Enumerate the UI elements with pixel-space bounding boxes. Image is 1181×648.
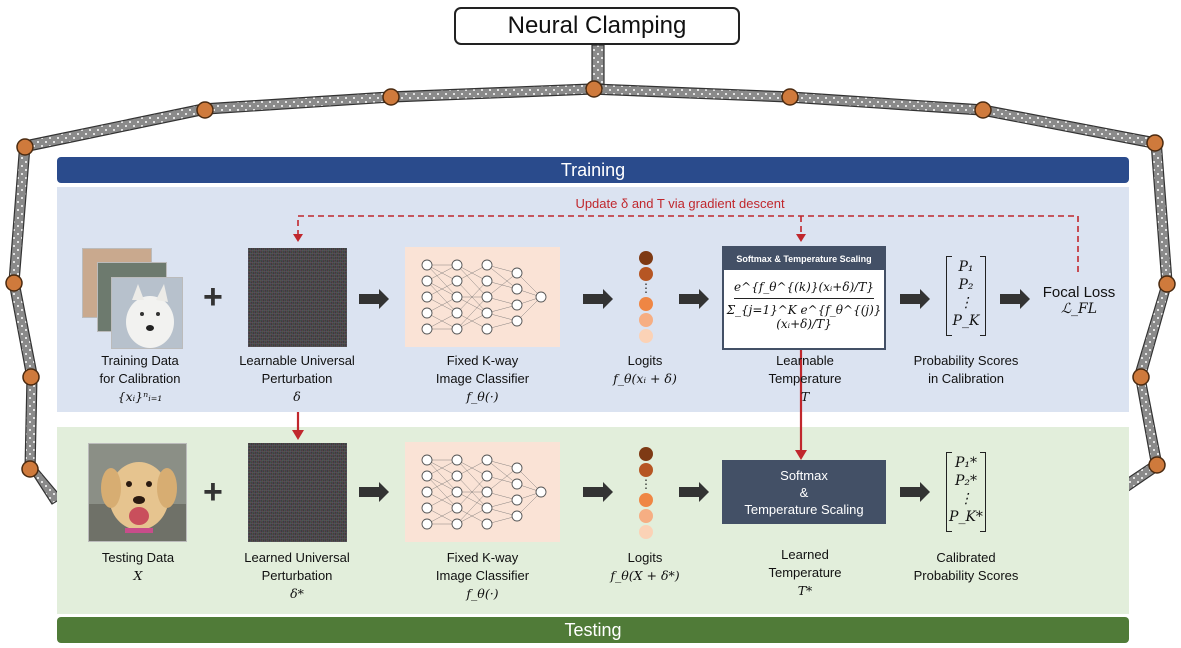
prob-dots: ⋮ xyxy=(959,295,973,311)
testing-data-label: Testing Data xyxy=(101,550,175,565)
classifier-box xyxy=(405,247,560,347)
test-temperature-label-2: Temperature xyxy=(768,565,842,580)
test-perturbation-math: δ* xyxy=(290,586,304,601)
logits-math: f_θ(xᵢ + δ) xyxy=(613,371,677,386)
probability-vector: P₁ P₂ ⋮ P_K xyxy=(946,256,986,336)
test-prob-p2: P₂* xyxy=(954,473,978,489)
testing-data-math: X xyxy=(133,568,143,583)
focal-loss-math: ℒ_FL xyxy=(1060,301,1098,317)
update-note: Update δ and T via gradient descent xyxy=(575,196,785,211)
test-temperature-math: T* xyxy=(797,583,813,598)
test-classifier-math: f_θ(·) xyxy=(466,586,499,601)
svg-text:⋮: ⋮ xyxy=(640,281,652,295)
testing-banner: Testing xyxy=(57,617,1129,643)
focal-loss-label: Focal Loss xyxy=(1042,284,1116,301)
perturbation-label-2: Perturbation xyxy=(261,371,333,386)
softmax-temperature-box: Softmax & Temperature Scaling e^{f_θ^{(k… xyxy=(722,246,886,350)
prob-p2: P₂ xyxy=(958,277,974,293)
test-temperature-label: Learned xyxy=(781,547,829,562)
logits-label: Logits xyxy=(627,353,663,368)
test-perturbation-label: Learned Universal xyxy=(244,550,350,565)
softmax-header: Softmax & Temperature Scaling xyxy=(724,248,884,270)
neural-network-icon xyxy=(421,454,547,530)
temperature-math: T xyxy=(800,389,810,404)
logit-column-icon: ⋮ xyxy=(639,447,653,539)
testing-image xyxy=(88,443,187,542)
dog-photo xyxy=(89,444,186,541)
temperature-label: Learnable xyxy=(776,353,834,368)
classifier-label: Fixed K-way xyxy=(446,353,519,368)
test-classifier-box xyxy=(405,442,560,542)
softmax-numerator: e^{f_θ^{(k)}(xᵢ+δ)/T} xyxy=(734,280,874,294)
plus-icon: + xyxy=(203,278,223,316)
fraction-bar xyxy=(734,298,874,299)
test-softmax-box: Softmax & Temperature Scaling xyxy=(722,460,886,524)
learnable-perturbation-noise xyxy=(248,248,347,347)
test-softmax-line1: Softmax xyxy=(780,467,828,483)
test-probs-label: Calibrated xyxy=(936,550,996,565)
test-prob-p1: P₁* xyxy=(954,455,978,471)
temperature-label-2: Temperature xyxy=(768,371,842,386)
testing-panel xyxy=(57,427,1129,614)
test-probs-label-2: Probability Scores xyxy=(913,568,1019,583)
test-logits-label: Logits xyxy=(627,550,663,565)
test-prob-dots: ⋮ xyxy=(959,491,973,507)
perturbation-label: Learnable Universal xyxy=(239,353,355,368)
probs-label-2: in Calibration xyxy=(928,371,1004,386)
training-banner: Training xyxy=(57,157,1129,183)
training-data-label-2: for Calibration xyxy=(99,371,181,386)
test-classifier-label-2: Image Classifier xyxy=(435,568,530,583)
training-image-front xyxy=(111,277,183,349)
plus-icon-testing: + xyxy=(203,473,223,511)
calibrated-probability-vector: P₁* P₂* ⋮ P_K* xyxy=(946,452,986,532)
logit-column-icon: ⋮ xyxy=(639,251,653,343)
flow-arrow xyxy=(359,289,389,309)
softmax-denominator: Σ_{j=1}^K e^{f_θ^{(j)}(xᵢ+δ)/T} xyxy=(726,303,882,331)
test-softmax-line2: & xyxy=(799,484,809,500)
training-data-label: Training Data xyxy=(101,353,179,368)
svg-text:⋮: ⋮ xyxy=(640,477,652,491)
classifier-label-2: Image Classifier xyxy=(435,371,530,386)
training-data-math: {xᵢ}ⁿᵢ₌₁ xyxy=(117,389,163,404)
probs-label: Probability Scores xyxy=(913,353,1019,368)
test-prob-pk: P_K* xyxy=(949,509,983,525)
prob-p1: P₁ xyxy=(958,259,974,275)
test-logits-math: f_θ(X + δ*) xyxy=(610,568,680,583)
test-classifier-label: Fixed K-way xyxy=(446,550,519,565)
diagram-title: Neural Clamping xyxy=(454,7,740,45)
prob-pk: P_K xyxy=(952,313,980,329)
neural-network-icon xyxy=(421,259,547,335)
wolf-photo xyxy=(112,278,182,348)
learned-perturbation-noise xyxy=(248,443,347,542)
test-perturbation-label-2: Perturbation xyxy=(261,568,333,583)
classifier-math: f_θ(·) xyxy=(466,389,499,404)
test-softmax-line3: Temperature Scaling xyxy=(744,501,864,517)
perturbation-math: δ xyxy=(293,389,301,404)
